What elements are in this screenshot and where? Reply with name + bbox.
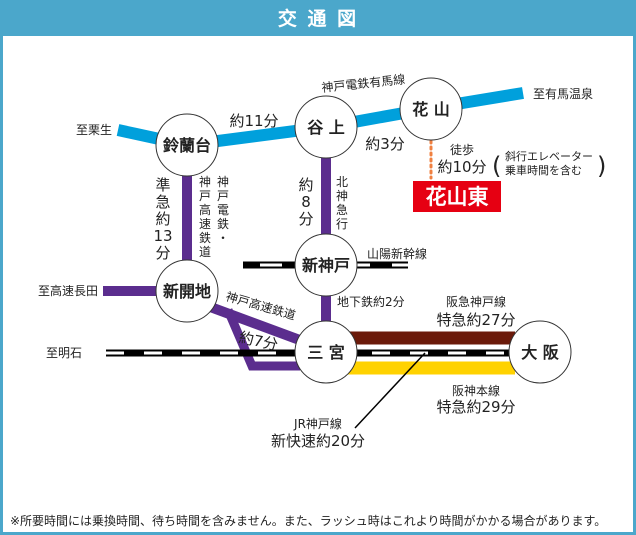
paren-close: ) (597, 152, 606, 180)
svg-text:分: 分 (298, 210, 313, 228)
svg-text:準: 準 (155, 176, 170, 194)
svg-text:大 阪: 大 阪 (521, 343, 560, 362)
station-suzurandai[interactable]: 鈴蘭台 (155, 113, 219, 177)
svg-text:戸: 戸 (217, 189, 229, 203)
svg-text:新開地: 新開地 (163, 282, 211, 301)
svg-text:約: 約 (298, 176, 313, 194)
svg-text:三 宮: 三 宮 (307, 343, 345, 362)
station-sannomiya[interactable]: 三 宮 (294, 320, 358, 384)
time-suzuran-tanigami: 約11分 (229, 112, 278, 130)
svg-text:谷 上: 谷 上 (307, 118, 345, 137)
footnote: ※所要時間には乗換時間、待ち時間を含みません。また、ラッシュ時はこれより時間がか… (10, 514, 607, 528)
svg-text:神: 神 (336, 189, 348, 203)
station-shinkobe[interactable]: 新神戸 (294, 233, 358, 297)
label-sanyo-shinkansen: 山陽新幹線 (367, 246, 427, 261)
label-hokushin-vertical: 北 神 急 行 (336, 175, 348, 231)
walk-time: 約10分 (437, 158, 486, 176)
label-kobe-kosoku-vertical: 神 戸 高 速 鉄 道 (199, 175, 211, 259)
time-suzuran-shinkaichi: 準 急 約 13 分 (153, 176, 172, 262)
svg-text:道: 道 (199, 245, 211, 259)
walk-label: 徒歩 (450, 142, 474, 157)
svg-text:新神戸: 新神戸 (302, 256, 350, 275)
svg-text:13: 13 (153, 227, 172, 245)
station-shinkaichi[interactable]: 新開地 (155, 259, 219, 323)
label-hanshin: 阪神本線 (452, 383, 500, 398)
svg-text:鈴蘭台: 鈴蘭台 (163, 136, 211, 155)
svg-text:北: 北 (336, 175, 348, 189)
direction-akashi: 至明石 (46, 346, 82, 360)
direction-aono: 至栗生 (76, 123, 112, 137)
paren-open: ( (492, 152, 501, 180)
svg-text:高: 高 (199, 202, 211, 217)
label-arima-line: 神戸電鉄有馬線 (321, 71, 406, 95)
svg-text:神: 神 (199, 175, 211, 189)
svg-text:神: 神 (217, 175, 229, 189)
walk-note-2: 乗車時間を含む (505, 163, 582, 177)
page-title: 交 通 図 (0, 0, 636, 36)
svg-text:・: ・ (217, 231, 229, 245)
walk-note-1: 斜行エレベーター (505, 150, 593, 163)
svg-text:急: 急 (336, 202, 348, 217)
time-hankyu: 特急約27分 (436, 311, 515, 329)
svg-text:戸: 戸 (199, 189, 211, 203)
station-hanayama[interactable]: 花 山 (399, 77, 463, 141)
time-jr: 新快速約20分 (271, 432, 365, 450)
label-hankyu: 阪急神戸線 (446, 294, 506, 309)
time-hanshin: 特急約29分 (436, 398, 515, 416)
label-kobe-dentetsu-vertical: 神 戸 電 鉄 ・ (217, 175, 229, 245)
svg-text:行: 行 (336, 217, 348, 231)
svg-text:電: 電 (217, 203, 229, 217)
station-osaka[interactable]: 大 阪 (508, 320, 572, 384)
svg-text:約: 約 (155, 210, 170, 228)
time-tanigami-shinkobe: 約 8 分 (298, 176, 313, 228)
direction-nagata: 至高速長田 (38, 283, 98, 298)
time-tanigami-hanayama: 約3分 (365, 135, 405, 153)
kosoku-diag-line (203, 300, 307, 347)
svg-text:8: 8 (301, 193, 311, 211)
svg-text:急: 急 (155, 193, 170, 211)
label-jr: JR神戸線 (293, 416, 342, 431)
svg-text:花山東: 花山東 (426, 185, 489, 209)
kosoku-loop-line (223, 308, 300, 371)
svg-text:鉄: 鉄 (217, 216, 229, 231)
svg-text:速: 速 (199, 217, 211, 231)
station-tanigami[interactable]: 谷 上 (294, 95, 358, 159)
time-subway: 地下鉄約2分 (337, 294, 405, 309)
destination-hanayama-higashi[interactable]: 花山東 (413, 181, 501, 212)
direction-arima: 至有馬温泉 (533, 87, 593, 101)
svg-text:花 山: 花 山 (412, 100, 450, 119)
jr-pointer (354, 352, 426, 429)
svg-text:鉄: 鉄 (199, 230, 211, 245)
svg-text:分: 分 (155, 244, 170, 262)
